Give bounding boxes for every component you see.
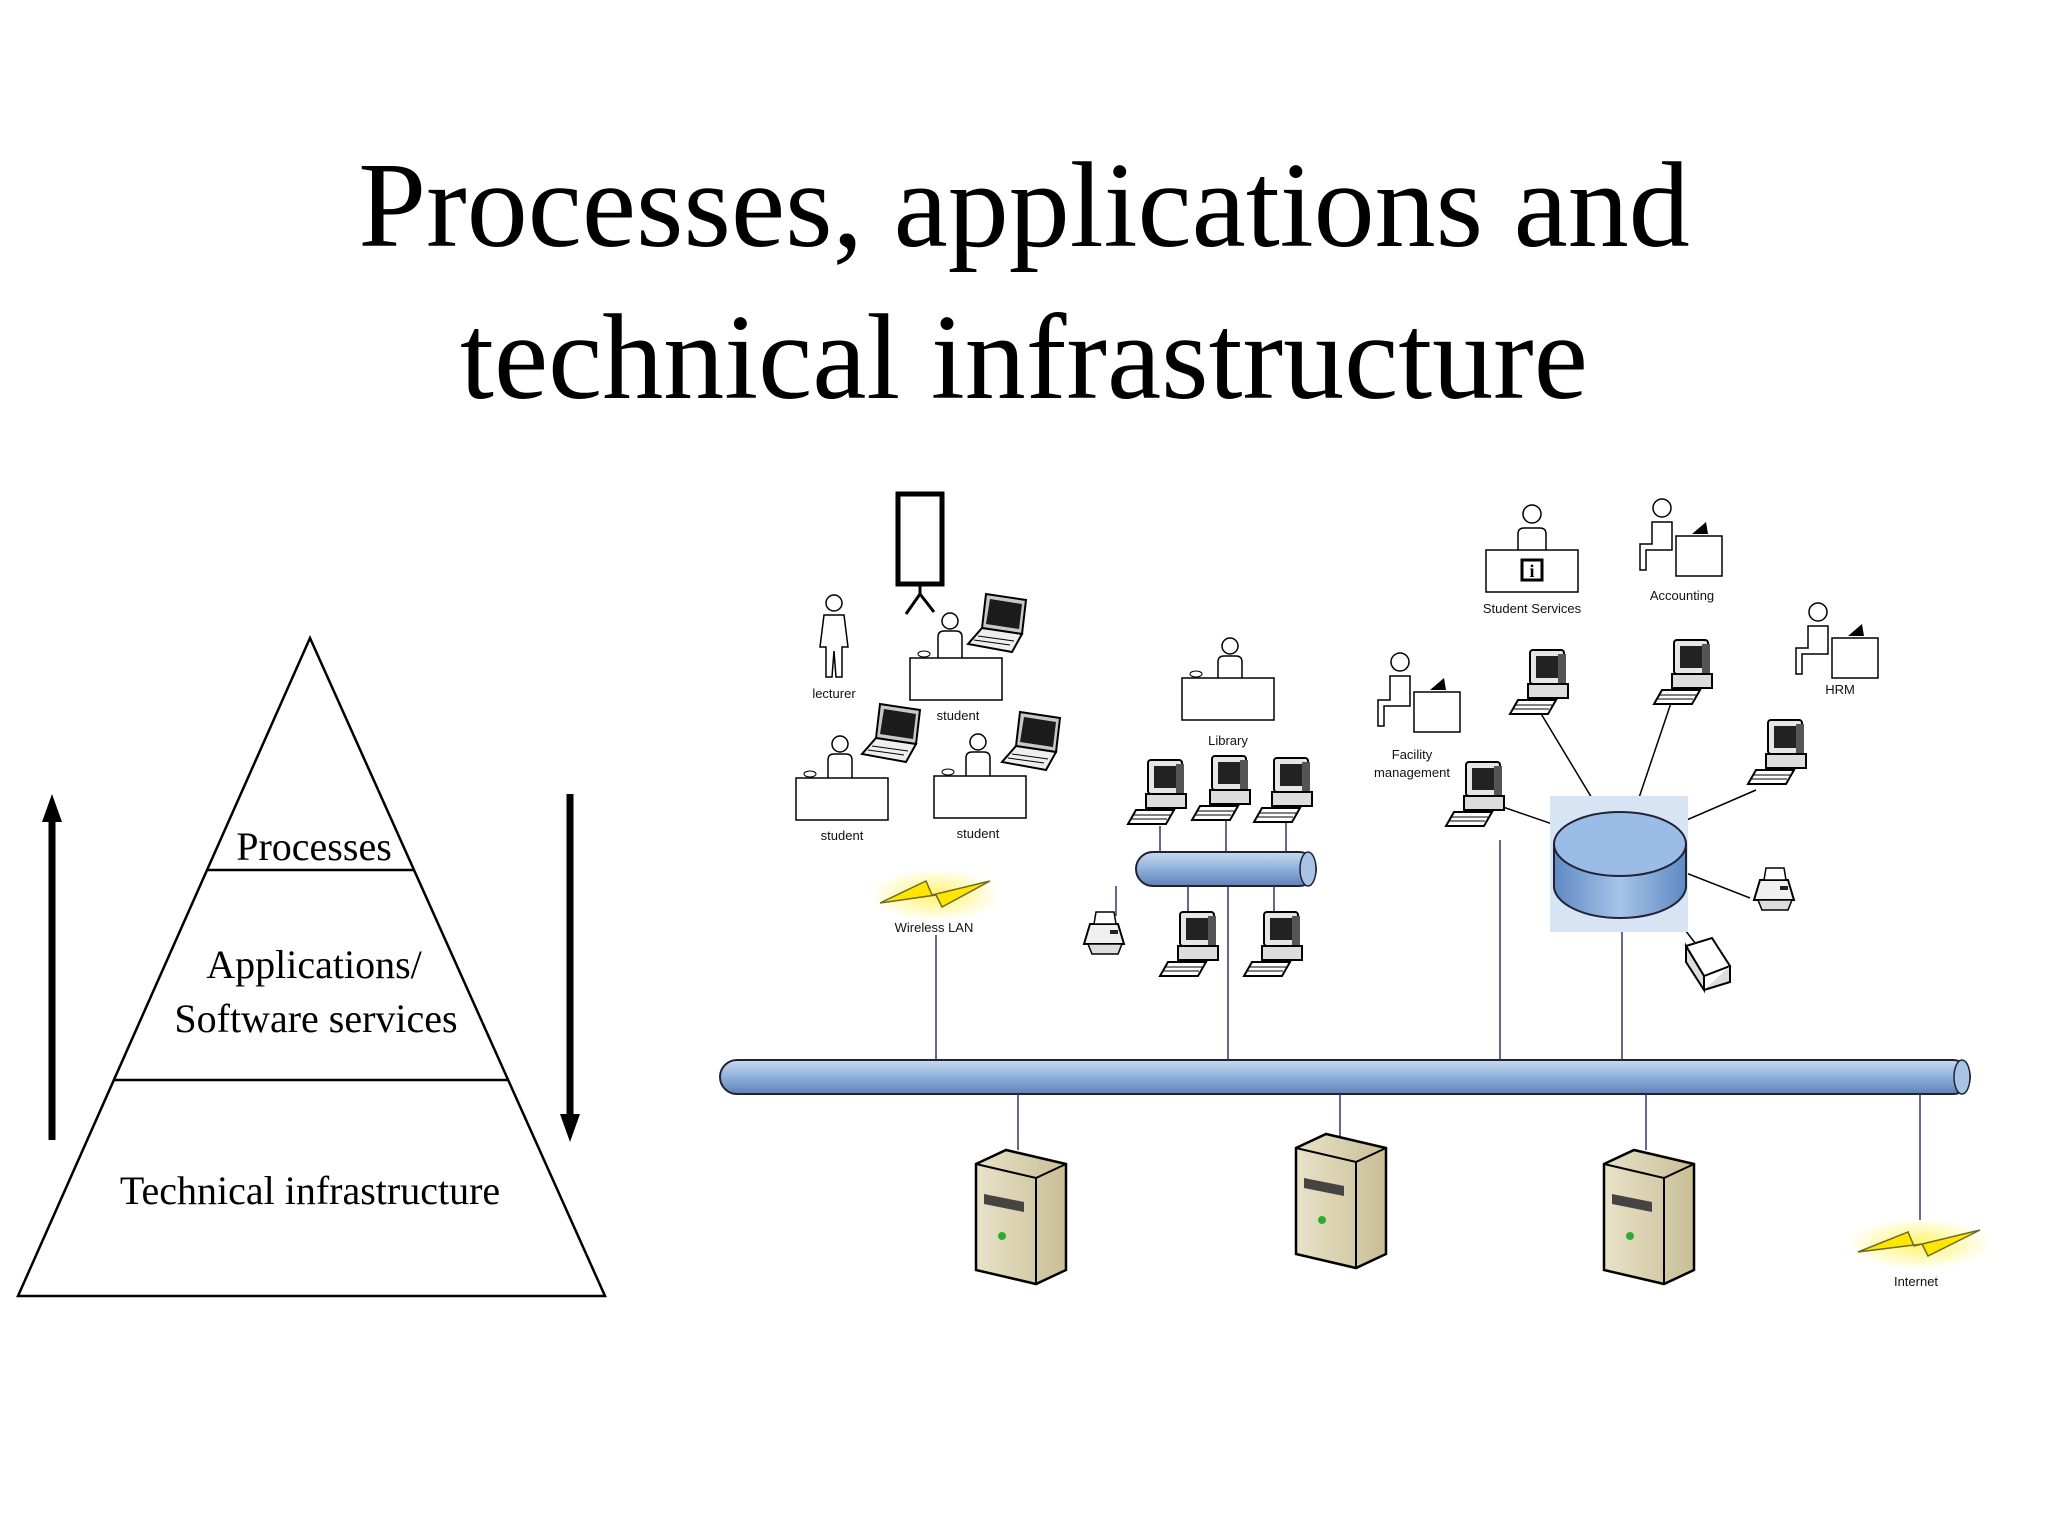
up-arrow — [42, 794, 62, 1140]
title-line-2: technical infrastructure — [460, 290, 1588, 425]
library-cluster: Library — [1083, 637, 1317, 977]
administration-cluster: i Student Services Accounting HRM Facili… — [1374, 498, 1879, 994]
student-desk-1 — [909, 593, 1027, 701]
down-arrow — [560, 794, 580, 1142]
backbone-pipe — [719, 1059, 1971, 1095]
layer-software-services-label: Software services — [174, 996, 457, 1041]
library-label: Library — [1208, 733, 1248, 748]
accounting-desk — [1639, 498, 1723, 577]
layer-processes-label: Processes — [236, 824, 392, 869]
backbone-connectors — [935, 840, 1921, 1220]
student-services-desk: i — [1485, 504, 1579, 593]
library-desk — [1181, 637, 1275, 721]
hrm-desk — [1795, 602, 1879, 679]
facility-label-2: management — [1374, 765, 1450, 780]
library-lan-pipe — [1135, 851, 1317, 887]
layer-pyramid: Processes Applications/ Software service… — [16, 634, 607, 1298]
internet-label: Internet — [1894, 1274, 1938, 1289]
library-computer-5 — [1243, 911, 1303, 977]
classroom-cluster: lecturer student student student Wireles… — [795, 491, 1061, 935]
layer-applications-label: Applications/ — [206, 942, 422, 987]
library-computer-1 — [1127, 759, 1187, 825]
student-desk-2 — [795, 703, 921, 821]
accounting-label: Accounting — [1650, 588, 1714, 603]
server-3-icon — [1602, 1148, 1696, 1286]
slide-title: Processes, applications and technical in… — [0, 130, 2048, 434]
pyramid-outline — [16, 634, 607, 1298]
library-computer-3 — [1253, 757, 1313, 823]
student-label-1: student — [937, 708, 980, 723]
hrm-computer — [1747, 719, 1807, 785]
admin-printer — [1753, 867, 1795, 911]
accounting-computer — [1653, 639, 1713, 705]
server-2-icon — [1294, 1132, 1388, 1270]
scanner-icon — [1684, 936, 1732, 994]
library-computer-4 — [1159, 911, 1219, 977]
title-line-1: Processes, applications and — [358, 138, 1690, 273]
wireless-lightning-icon — [870, 869, 1002, 921]
layer-technical-infrastructure-label: Technical infrastructure — [120, 1168, 500, 1213]
internet-lightning-icon — [1848, 1218, 1992, 1270]
facility-management-desk — [1377, 652, 1461, 733]
student-label-2: student — [821, 828, 864, 843]
facility-label-1: Facility — [1392, 747, 1433, 762]
projector-screen-icon — [895, 491, 945, 615]
student-label-3: student — [957, 826, 1000, 841]
student-desk-3 — [933, 711, 1061, 819]
lecturer-label: lecturer — [812, 686, 856, 701]
library-computer-2 — [1191, 755, 1251, 821]
student-services-label: Student Services — [1483, 601, 1582, 616]
server-1-icon — [974, 1148, 1068, 1286]
student-services-computer — [1509, 649, 1569, 715]
hrm-label: HRM — [1825, 682, 1855, 697]
lecturer-person-icon — [819, 594, 849, 678]
library-printer — [1083, 911, 1125, 955]
database-icon — [1550, 796, 1688, 932]
facility-computer — [1445, 761, 1505, 827]
wireless-lan-label: Wireless LAN — [895, 920, 974, 935]
svg-text:i: i — [1529, 561, 1534, 581]
